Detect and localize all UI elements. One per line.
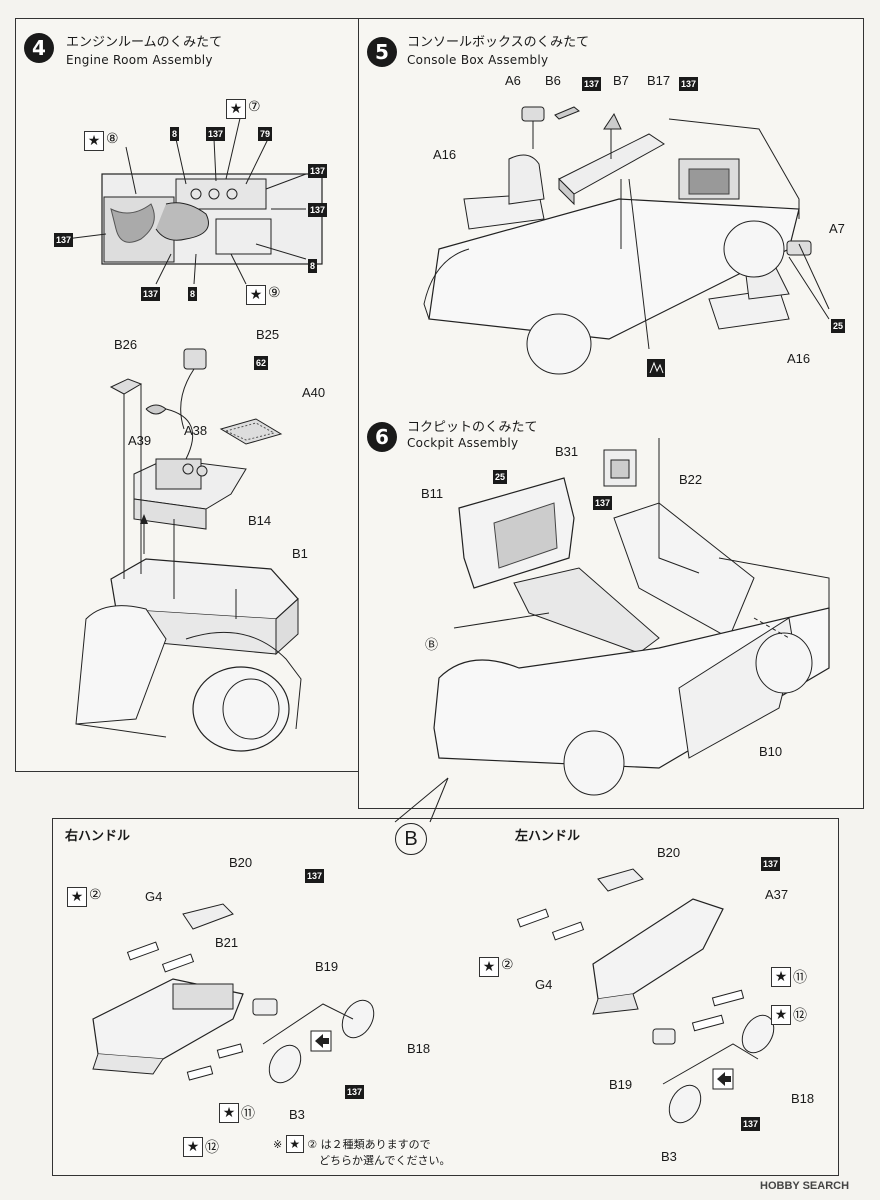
decal-number: ⑫ — [205, 1140, 219, 1156]
decal-star-icon: ★ — [67, 887, 87, 907]
paint-code-badge: 137 — [761, 857, 781, 871]
paint-code-badge: 62 — [254, 356, 269, 370]
note-line-1: は２種類ありますので — [320, 1138, 431, 1151]
paint-code-badge: 8 — [170, 127, 180, 141]
paint-code-badge: 25 — [493, 470, 508, 484]
part-label-b17: B17 — [647, 73, 671, 88]
step-title-jp: エンジンルームのくみたて — [66, 35, 223, 50]
decal-star-icon: ★ — [771, 967, 791, 987]
part-label-a39: A39 — [128, 433, 152, 448]
part-label-b25: B25 — [256, 327, 280, 342]
step-number: 5 — [367, 37, 397, 67]
part-label-a38: A38 — [184, 423, 208, 438]
part-label-b26: B26 — [114, 337, 138, 352]
decal-star-icon: ★ — [285, 1135, 304, 1153]
part-label-a37: A37 — [765, 887, 789, 902]
decal-number: ⑪ — [241, 1106, 255, 1122]
paint-code-badge: 137 — [308, 203, 328, 217]
step-number: 6 — [367, 422, 397, 452]
part-label-a6: A6 — [505, 73, 521, 88]
decal-star-icon: ★ — [479, 957, 499, 977]
part-label-b31: B31 — [555, 444, 579, 459]
step-number: 4 — [24, 33, 54, 63]
step-title-jp: コクピットのくみたて — [407, 420, 538, 435]
part-label-b19: B19 — [315, 959, 339, 974]
decal-number: ⑧ — [106, 131, 119, 147]
paint-code-badge: 137 — [308, 164, 328, 178]
part-label-b19-left: B19 — [609, 1077, 633, 1092]
decal-number: ⑪ — [793, 970, 807, 986]
decal-star-icon: ★ — [84, 131, 104, 151]
paint-code-badge: 25 — [831, 319, 846, 333]
paint-code-badge: 137 — [305, 869, 325, 883]
panel-step-4: 4 エンジンルームのくみたて Engine Room Assembly — [15, 18, 360, 772]
part-label-b3-left: B3 — [661, 1149, 677, 1164]
right-hand-drive-title: 右ハンドル — [65, 829, 131, 844]
part-label-a16: A16 — [433, 147, 457, 162]
note-line-2: どちらか選んでください。 — [319, 1154, 451, 1167]
part-label-b21: B21 — [215, 935, 239, 950]
part-label-g4-left: G4 — [535, 977, 553, 992]
paint-code-badge: 137 — [141, 287, 161, 301]
note-decal: ② — [307, 1138, 318, 1151]
paint-code-badge: 137 — [582, 77, 602, 91]
part-label-a16-right: A16 — [787, 351, 811, 366]
steering-drawing — [92, 868, 775, 1124]
part-label-g4: G4 — [145, 889, 163, 904]
part-label-b20-left: B20 — [657, 845, 681, 860]
decal-number: ⑫ — [793, 1008, 807, 1024]
step-title-jp: コンソールボックスのくみたて — [407, 35, 590, 50]
paint-code-badge: 8 — [188, 287, 198, 301]
paint-code-badge: 79 — [258, 127, 273, 141]
decal-number: ⑦ — [248, 99, 261, 115]
part-label-a7: A7 — [829, 221, 845, 236]
part-label-b3: B3 — [289, 1107, 305, 1122]
paint-code-badge: 137 — [679, 77, 699, 91]
decal-number: ② — [89, 887, 102, 903]
decal-star-icon: ★ — [771, 1005, 791, 1025]
decal-star-icon: ★ — [226, 99, 246, 119]
part-label-a40: A40 — [302, 385, 326, 400]
part-label-b14: B14 — [248, 513, 272, 528]
paint-code-badge: 137 — [345, 1085, 365, 1099]
decal-star-icon: ★ — [183, 1137, 203, 1157]
choice-note: ※ ★ ② は２種類ありますので どちらか選んでください。 — [273, 1135, 450, 1168]
left-hand-drive-title: 左ハンドル — [515, 829, 581, 844]
part-label-b18-left: B18 — [791, 1091, 815, 1106]
part-label-b6: B6 — [545, 73, 561, 88]
cockpit-drawing — [433, 438, 830, 796]
step-title-en: Cockpit Assembly — [407, 436, 519, 450]
decal-star-icon: ★ — [246, 285, 266, 305]
inset-panel-b: B 右ハンドル 左ハンドル B20 137 G4 B21 B19 B18 137… — [52, 818, 839, 1176]
engine-room-drawing — [65, 113, 323, 752]
part-label-b1: B1 — [292, 546, 308, 561]
paint-code-badge: 8 — [308, 259, 318, 273]
inset-marker-b: B — [395, 823, 427, 855]
paint-code-badge: 137 — [54, 233, 74, 247]
step-title-en: Console Box Assembly — [407, 53, 549, 67]
paint-code-badge: 137 — [741, 1117, 761, 1131]
note-symbol: ※ — [273, 1138, 283, 1151]
paint-code-badge: 137 — [593, 496, 613, 510]
console-drawing — [423, 106, 830, 377]
part-label-b18: B18 — [407, 1041, 431, 1056]
part-label-b10: B10 — [759, 744, 783, 759]
step-title-en: Engine Room Assembly — [66, 53, 213, 67]
decal-number: ② — [501, 957, 514, 973]
panel-step-5: 5 コンソールボックスのくみたて Console Box Assembly — [358, 18, 864, 410]
part-label-b22: B22 — [679, 472, 703, 487]
part-label-b20: B20 — [229, 855, 253, 870]
part-label-b11: B11 — [421, 486, 444, 501]
watermark: HOBBY SEARCH — [760, 1180, 850, 1192]
paint-code-badge: 137 — [206, 127, 226, 141]
marker-b-ref: Ⓑ — [425, 637, 439, 652]
panel-step-6: 6 コクピットのくみたて Cockpit Assembly B31 B11 25… — [358, 408, 864, 809]
decal-number: ⑨ — [268, 285, 281, 301]
part-label-b7: B7 — [613, 73, 629, 88]
decal-star-icon: ★ — [219, 1103, 239, 1123]
